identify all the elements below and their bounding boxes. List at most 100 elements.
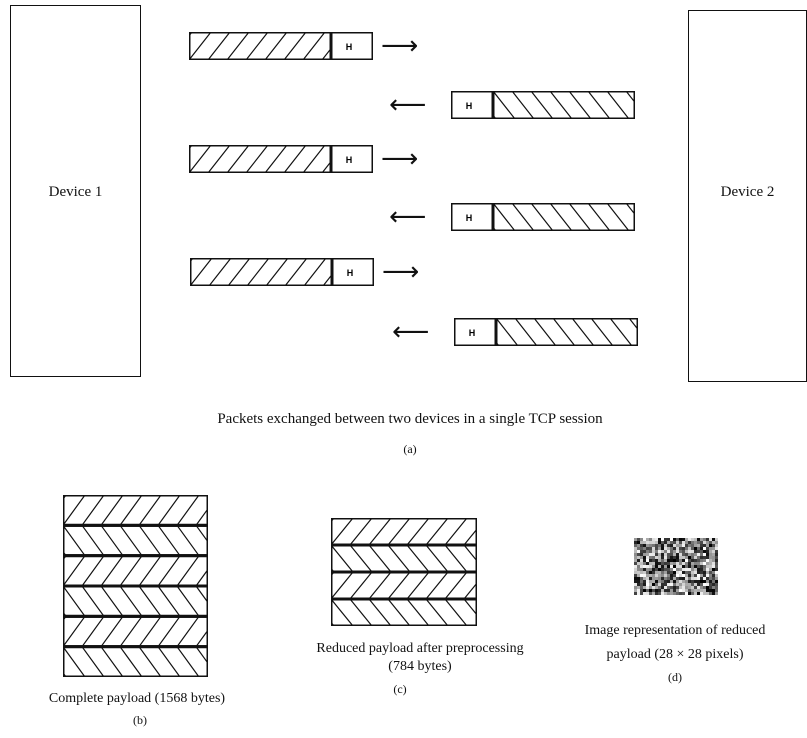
pixel [712,565,715,568]
pixel [640,562,643,565]
pixel [682,589,685,592]
pixel [646,550,649,553]
pixel [637,574,640,577]
pixel [694,559,697,562]
pixel [688,550,691,553]
pixel [673,550,676,553]
pixel [697,541,700,544]
packet-to-device-1: H [454,318,638,346]
pixel [634,568,637,571]
pixel [715,541,718,544]
pixel [661,592,664,595]
pixel [694,541,697,544]
pixel [685,559,688,562]
pixel [700,559,703,562]
pixel [709,589,712,592]
pixel [691,577,694,580]
pixel [640,583,643,586]
pixel [667,553,670,556]
pixel [706,550,709,553]
pixel [643,568,646,571]
pixel [676,574,679,577]
pixel [673,565,676,568]
pixel [706,547,709,550]
pixel [676,547,679,550]
pixel [658,541,661,544]
pixel [706,574,709,577]
pixel [697,574,700,577]
pixel [637,580,640,583]
pixel [640,550,643,553]
pixel [679,550,682,553]
pixel [643,544,646,547]
pixel [676,568,679,571]
pixel [670,586,673,589]
pixel [640,538,643,541]
pixel [700,568,703,571]
pixel [646,580,649,583]
pixel [712,538,715,541]
pixel [679,538,682,541]
pixel [664,553,667,556]
pixel [697,592,700,595]
pixel [670,571,673,574]
pixel [640,586,643,589]
payload-outline [190,258,332,286]
pixel [694,550,697,553]
pixel [712,580,715,583]
pixel [661,574,664,577]
panel-b-caption: Complete payload (1568 bytes) [48,691,226,706]
pixel [703,577,706,580]
pixel [652,586,655,589]
pixel [697,568,700,571]
pixel [706,541,709,544]
pixel [700,562,703,565]
pixel [703,580,706,583]
pixel [673,541,676,544]
pixel [688,586,691,589]
pixel [637,550,640,553]
pixel [703,559,706,562]
pixel [673,538,676,541]
pixel [637,553,640,556]
pixel [658,538,661,541]
pixel [712,556,715,559]
pixel [676,556,679,559]
pixel [664,547,667,550]
pixel [715,556,718,559]
payload-row-hatch [331,545,477,572]
pixel [640,547,643,550]
pixel [649,550,652,553]
pixel [643,553,646,556]
pixel [712,550,715,553]
pixel [661,544,664,547]
pixel [673,589,676,592]
pixel [640,541,643,544]
pixel [697,583,700,586]
pixel [646,538,649,541]
packet-shape: H [454,318,638,346]
pixel [712,577,715,580]
pixel [688,589,691,592]
pixel [679,556,682,559]
pixel [646,553,649,556]
pixel [673,580,676,583]
pixel [715,553,718,556]
pixel [688,583,691,586]
pixel [706,556,709,559]
pixel [640,571,643,574]
pixel [682,547,685,550]
pixel [682,544,685,547]
pixel [652,565,655,568]
pixel [685,544,688,547]
pixel [691,589,694,592]
payload-row-hatch [331,599,477,626]
pixel [688,574,691,577]
payload-row-hatch [63,495,208,526]
pixel [691,562,694,565]
pixel [682,562,685,565]
pixel [691,574,694,577]
panel-d-caption-line1: Image representation of reduced [584,623,766,638]
pixel [634,547,637,550]
pixel [673,574,676,577]
